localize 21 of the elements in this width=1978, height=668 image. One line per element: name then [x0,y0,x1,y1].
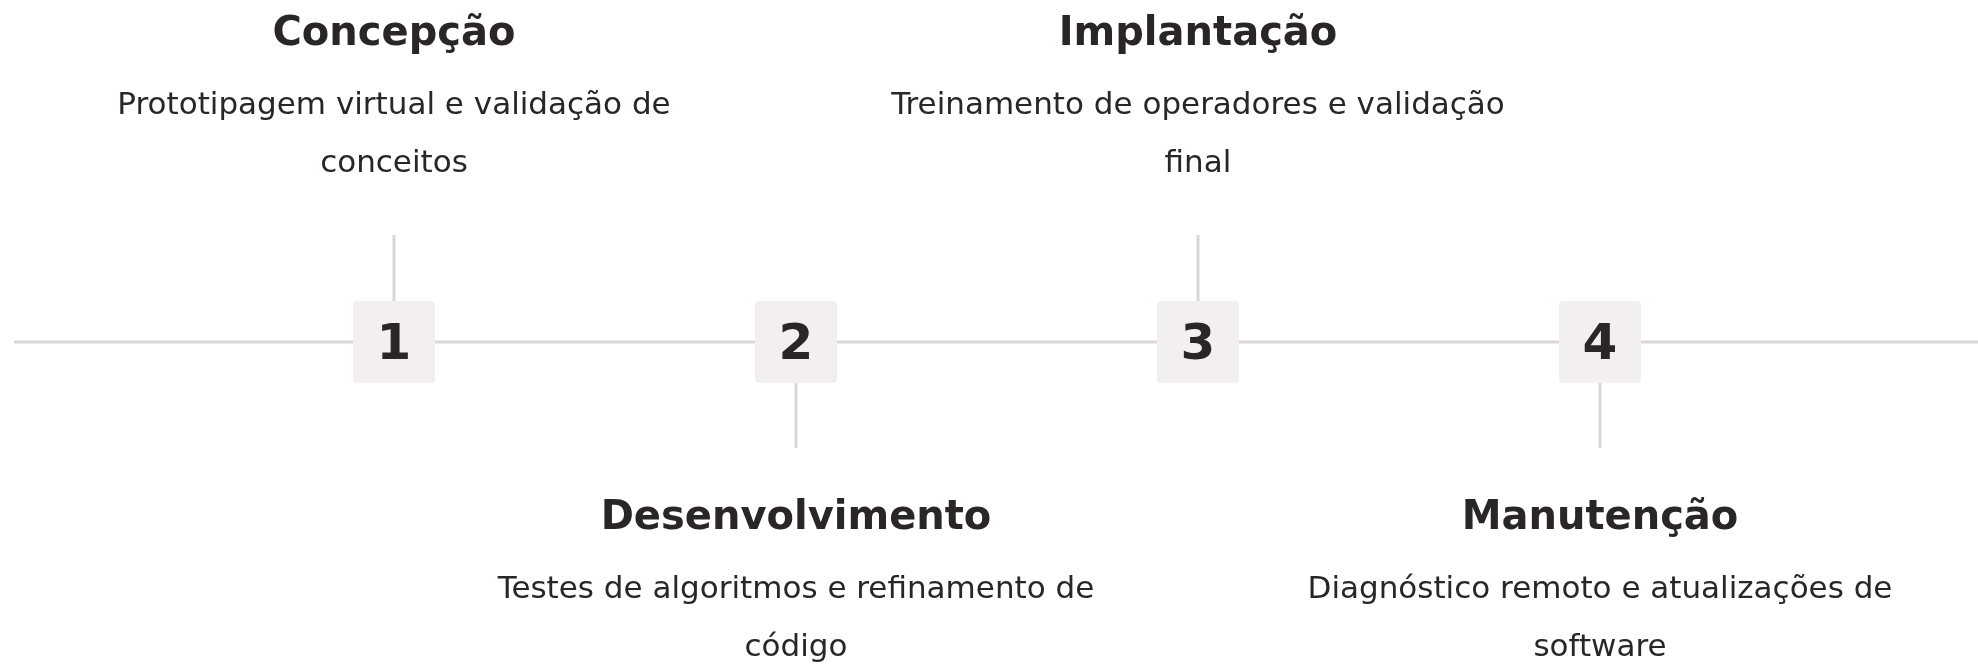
step-number-box: 3 [1157,301,1239,383]
connector-line [392,235,396,301]
step-number-box: 4 [1559,301,1641,383]
phase-title: Manutenção [1460,491,1740,540]
phase-title: Implantação [1057,7,1339,56]
phase-description: Testes de algoritmos e refinamento de código [496,568,1096,665]
timeline-line [1239,340,1559,344]
phase-description: Prototipagem virtual e validação de conceitos [116,84,672,181]
timeline-line [837,340,1157,344]
connector-line [794,383,798,448]
phase-description: Treinamento de operadores e validação final [890,84,1506,181]
phase-title: Desenvolvimento [599,491,993,540]
phase-title: Concepção [271,7,517,56]
timeline-line [14,340,353,344]
timeline-line [435,340,755,344]
connector-line [1598,383,1602,448]
step-number-box: 1 [353,301,435,383]
phase-description: Diagnóstico remoto e atualizações de software [1306,568,1894,665]
timeline-line [1641,340,1978,344]
connector-line [1196,235,1200,301]
step-number-box: 2 [755,301,837,383]
